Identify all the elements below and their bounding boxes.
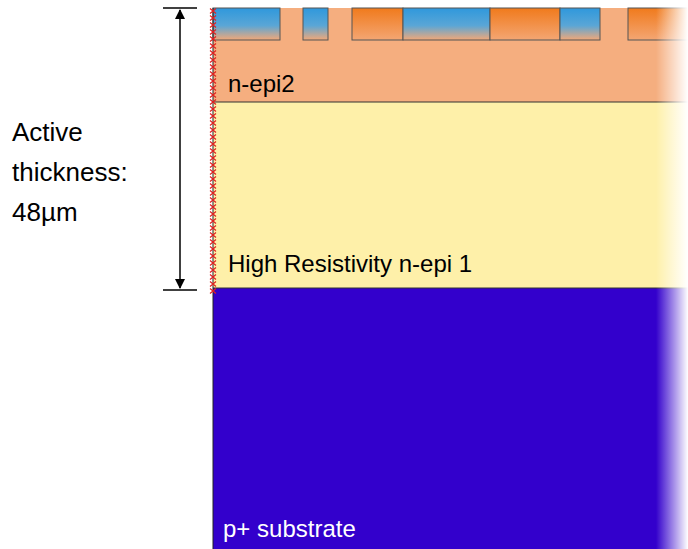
layer-label: n-epi2 [228,70,295,98]
dimension-tick [163,289,197,291]
n-epi2-layer [213,8,688,102]
layer-label: High Resistivity n-epi 1 [228,250,472,278]
edge-fade [656,0,688,549]
layer-band: High Resistivity n-epi 1 [213,102,688,288]
defect-marks [210,9,216,294]
dimension-arrow [179,10,181,288]
layer-band: n-epi2 [213,8,688,102]
edge-line [213,8,214,549]
layer-boundary [213,288,688,289]
implants [213,8,688,40]
layer-band: p+ substrate [213,288,688,549]
epi1-layer [213,102,688,288]
dimension-label: Active thickness: 48µm [12,112,162,232]
dimension-tick [163,7,197,9]
layer-label: p+ substrate [223,515,356,543]
layer-boundary [213,102,688,103]
substrate-layer [213,288,688,549]
